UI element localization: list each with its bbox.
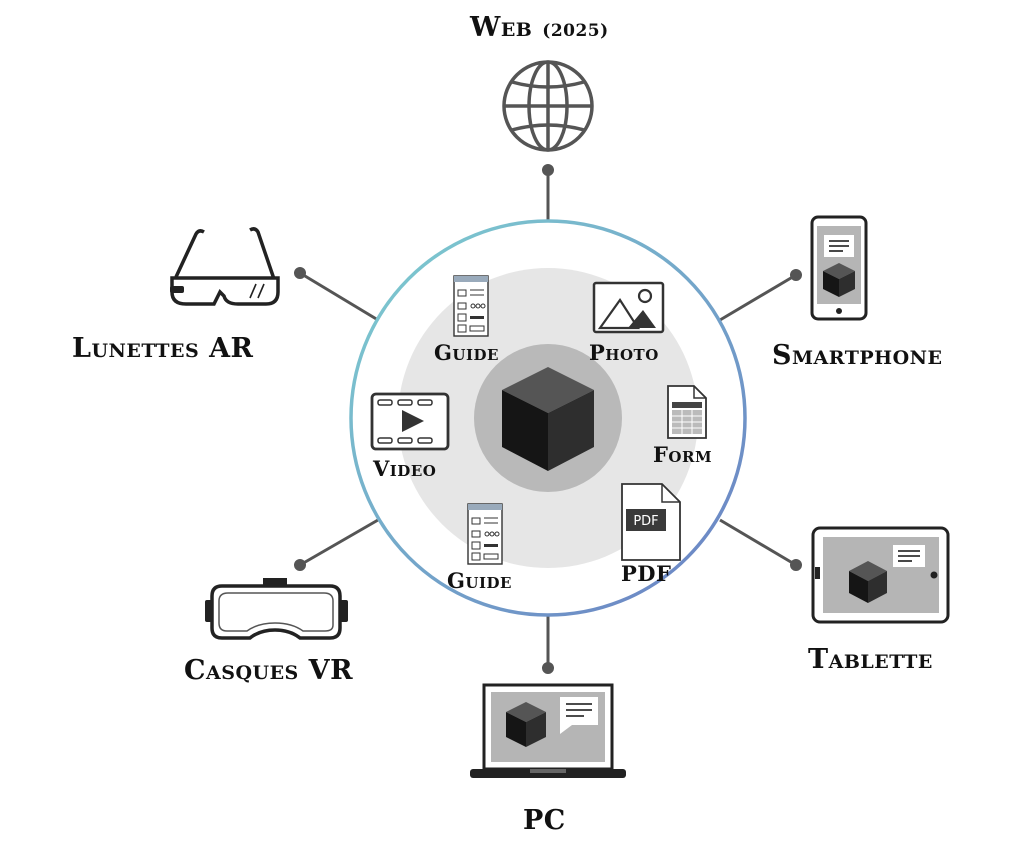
image-icon: [592, 281, 665, 334]
device-label-tablet: Tablette: [808, 644, 933, 675]
pdf-badge-text: PDF: [633, 514, 658, 529]
ar-glasses-icon: [170, 227, 280, 306]
content-label-guide-top: Guide: [434, 340, 499, 365]
web-title: Web: [470, 12, 533, 43]
web-year: (2025): [542, 21, 609, 41]
device-label-ar: Lunettes AR: [72, 333, 254, 364]
globe-icon: [502, 60, 594, 152]
video-player-icon: [370, 392, 450, 451]
content-label-pdf: PDF: [621, 561, 672, 586]
device-label-smartphone: Smartphone: [772, 340, 943, 371]
vr-headset-icon: [205, 578, 348, 640]
connectors: [294, 164, 802, 674]
3d-cube-icon: [502, 367, 594, 471]
content-label-video: Video: [373, 456, 437, 481]
content-label-form: Form: [653, 442, 713, 467]
guide-document-icon: [453, 275, 489, 337]
spreadsheet-form-icon: [667, 385, 707, 439]
device-label-pc: PC: [523, 805, 566, 836]
smartphone-icon: [810, 215, 868, 321]
tablet-icon: [811, 526, 950, 624]
guide-document-icon: [467, 503, 503, 565]
device-label-web: Web (2025): [470, 12, 609, 43]
device-label-vr: Casques VR: [184, 655, 354, 686]
pdf-file-icon: PDF: [621, 483, 681, 561]
content-label-photo: Photo: [589, 340, 659, 365]
laptop-icon: [470, 683, 626, 778]
content-label-guide-bottom: Guide: [447, 568, 512, 593]
